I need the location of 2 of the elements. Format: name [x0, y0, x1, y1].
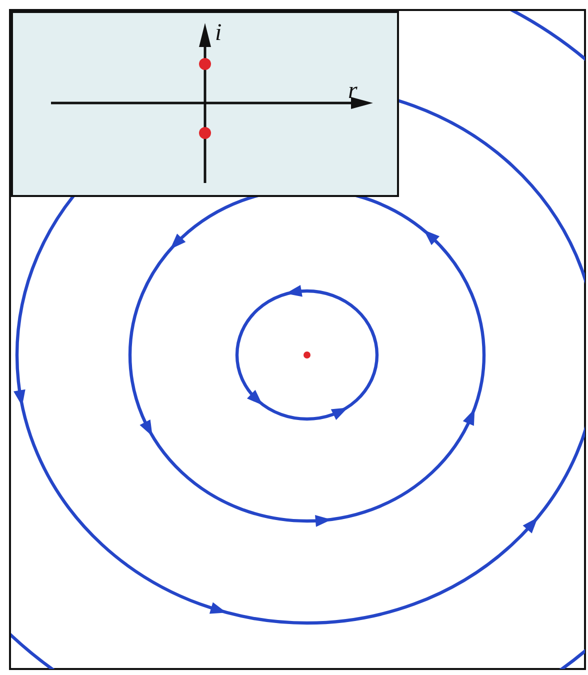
axis-label: i — [215, 21, 222, 45]
axis-label: r — [348, 79, 358, 103]
